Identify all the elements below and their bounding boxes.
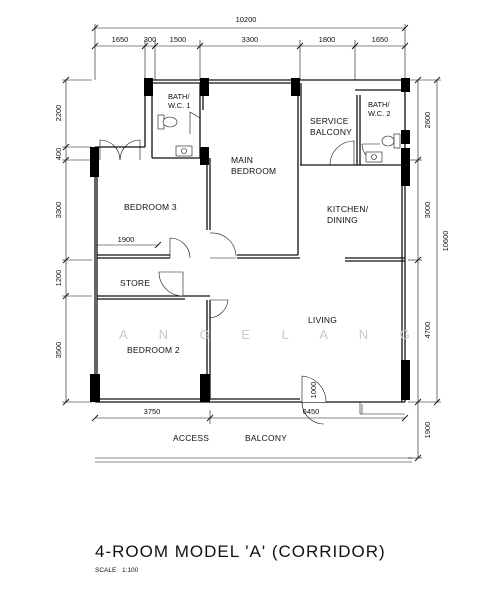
dim-top-total: 10200 [236,15,257,24]
label-bedroom3: BEDROOM 3 [124,202,177,212]
scale-value: 1:100 [122,567,139,574]
dim-right-3: 4700 [423,322,432,339]
label-bath2-line2: W.C. 2 [368,109,391,118]
dim-top-3: 1500 [170,35,187,44]
label-service-balcony-line1: SERVICE [310,116,349,126]
label-kitchen-line2: DINING [327,215,358,225]
label-access: ACCESS [173,433,209,443]
dim-top-5: 1800 [319,35,336,44]
dim-top-2: 300 [144,35,157,44]
drawing-title: 4-ROOM MODEL 'A' (CORRIDOR) [95,542,386,561]
dimension-lines [62,24,441,462]
walls [94,79,406,403]
dim-right-total: 10600 [441,231,450,252]
dim-top-1: 1650 [112,35,129,44]
label-store: STORE [120,278,150,288]
dim-top-4: 3300 [242,35,259,44]
watermark: A N G E L A N G [119,327,424,342]
dim-right-2: 3000 [423,202,432,219]
structural-columns [90,78,410,402]
dim-right-1: 2600 [423,112,432,129]
scale-label: SCALE [95,567,117,574]
dim-door: 1000 [309,382,318,399]
label-bath2-line1: BATH/ [368,100,390,109]
dim-top-6: 1650 [372,35,389,44]
dim-right-4: 1900 [423,422,432,439]
label-bath1-line1: BATH/ [168,92,190,101]
dim-inner: 1900 [118,235,135,244]
dim-left-4: 1200 [54,270,63,287]
label-main-bedroom-line2: BEDROOM [231,166,276,176]
dim-left-5: 3500 [54,342,63,359]
dim-left-1: 2200 [54,105,63,122]
label-bath1-line2: W.C. 1 [168,101,191,110]
dim-bottom-left: 3750 [144,407,161,416]
doors [99,111,381,425]
label-living: LIVING [308,315,337,325]
fixtures [157,114,401,163]
label-kitchen-line1: KITCHEN/ [327,204,369,214]
label-main-bedroom-line1: MAIN [231,155,253,165]
label-service-balcony-line2: BALCONY [310,127,352,137]
label-bedroom2: BEDROOM 2 [127,345,180,355]
dim-left-2: 400 [54,148,63,161]
dim-left-3: 3300 [54,202,63,219]
dim-bottom-right: 6450 [303,407,320,416]
room-labels: BATH/ W.C. 1 MAIN BEDROOM SERVICE BALCON… [120,92,391,443]
dimension-labels: 10200 1650 300 1500 3300 1800 1650 2200 … [54,15,450,438]
corridor-balcony-edge [95,402,412,463]
label-balcony: BALCONY [245,433,287,443]
